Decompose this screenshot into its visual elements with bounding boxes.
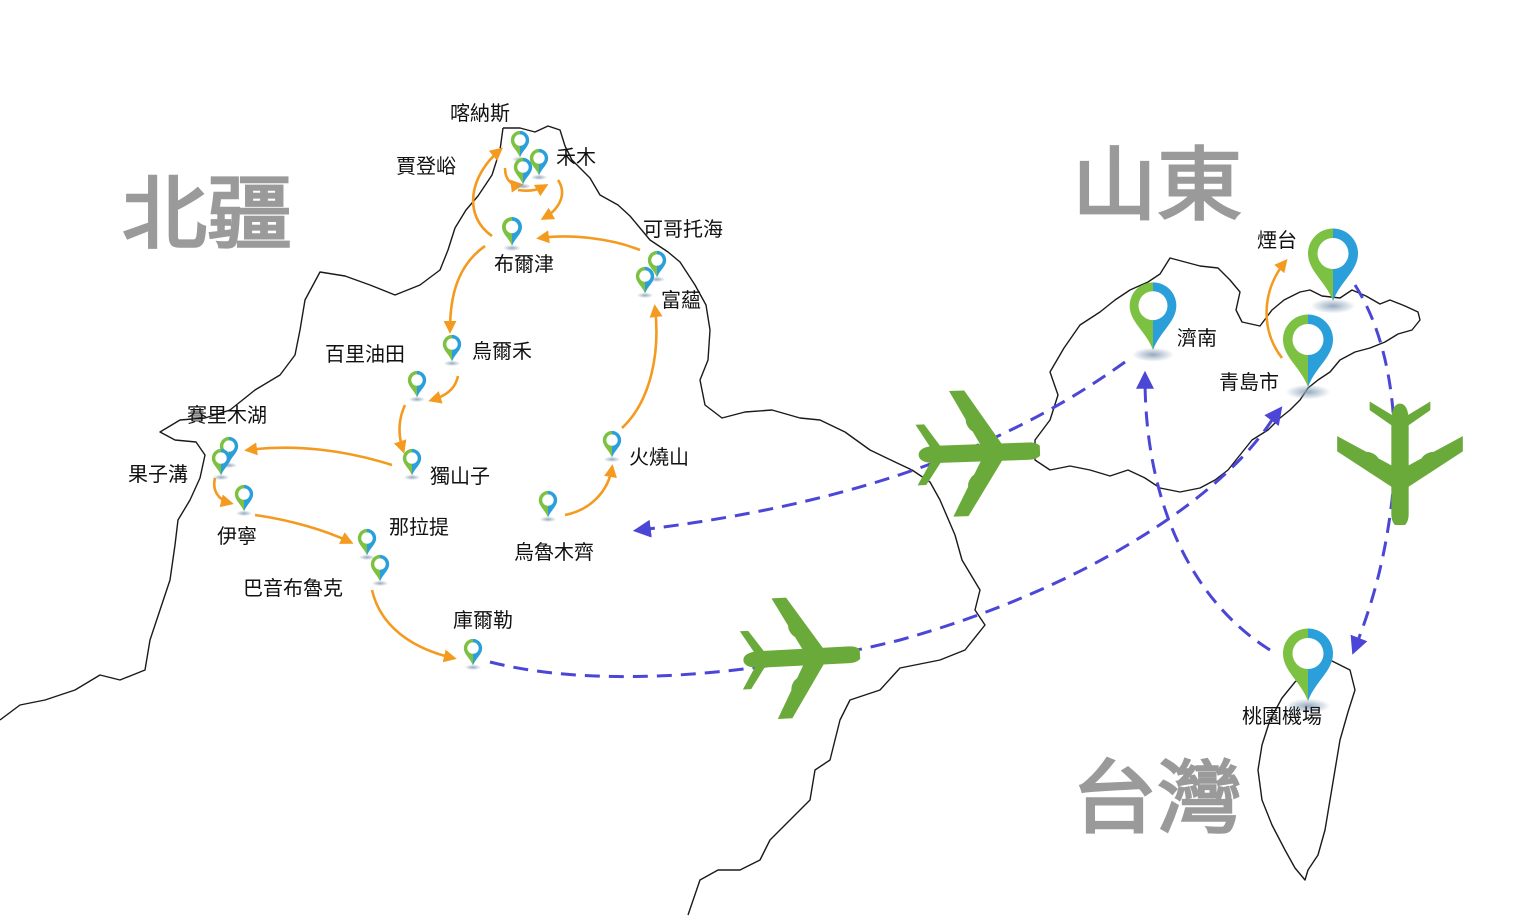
map-pin-icon	[602, 430, 622, 463]
map-pin-icon	[402, 448, 422, 481]
place-label-baili-oilfield: 百里油田	[325, 342, 405, 366]
place-label-bayinbuluke: 巴音布魯克	[243, 576, 343, 600]
place-label-yining: 伊寧	[217, 524, 257, 548]
place-label-fuyun: 富蘊	[661, 288, 701, 312]
map-pin-icon	[1283, 628, 1333, 714]
flight-routes	[489, 284, 1397, 679]
place-label-hemu: 禾木	[556, 145, 596, 169]
airplane-icon	[1337, 401, 1463, 525]
map-pin-icon	[407, 370, 427, 403]
map-pin-icon	[1283, 314, 1333, 400]
place-label-guozigou: 果子溝	[128, 462, 188, 486]
place-label-dushanzi: 獨山子	[430, 464, 490, 488]
place-label-taoyuan-airport: 桃園機場	[1242, 704, 1322, 728]
airplane-icon	[914, 387, 1043, 518]
xinjiang-outline	[0, 125, 986, 916]
map-pin-icon	[442, 334, 462, 367]
region-label-shandong: 山東	[1072, 139, 1242, 232]
region-label-north-xinjiang: 北疆	[122, 168, 292, 261]
map-pin-icon	[463, 638, 483, 671]
place-label-urumqi: 烏魯木齊	[514, 540, 594, 564]
map-pin-icon	[370, 554, 390, 587]
map-pin-icon	[1308, 228, 1358, 314]
map-pin-icon	[357, 528, 377, 561]
taiwan-outline	[1257, 659, 1356, 881]
airplane-icon	[738, 593, 864, 721]
map-pin-icon	[211, 448, 231, 481]
place-label-burqin: 布爾津	[494, 252, 554, 276]
place-label-korla: 庫爾勒	[453, 608, 513, 632]
shandong-outline	[1034, 257, 1421, 493]
place-label-jinan: 濟南	[1177, 326, 1217, 350]
place-label-jiadengyu: 賈登峪	[396, 154, 456, 178]
map-pin-icon	[234, 484, 254, 517]
place-labels: 喀納斯 禾木 賈登峪 可哥托海 布爾津 富蘊 百里油田 烏爾禾 賽里木湖 果子溝…	[128, 101, 1322, 728]
place-label-koktokay: 可哥托海	[643, 217, 723, 241]
place-label-yantai: 煙台	[1257, 228, 1297, 252]
road-routes	[212, 147, 1288, 663]
map-pin-icon	[538, 490, 558, 523]
map-pin-icon	[1129, 282, 1177, 362]
region-label-taiwan: 台灣	[1072, 752, 1242, 845]
place-label-huoshaoshan: 火燒山	[629, 445, 689, 469]
map-pin-icon	[510, 130, 530, 163]
map-pin-icon	[502, 217, 522, 251]
place-label-nalati: 那拉提	[389, 515, 449, 539]
place-label-kanas: 喀納斯	[450, 101, 510, 125]
place-label-qingdao: 青島市	[1219, 370, 1279, 394]
map-pin-icon	[635, 266, 655, 299]
place-label-sayram-lake: 賽里木湖	[187, 403, 267, 427]
place-label-urho: 烏爾禾	[472, 339, 532, 363]
map-pin-icon	[529, 148, 549, 181]
